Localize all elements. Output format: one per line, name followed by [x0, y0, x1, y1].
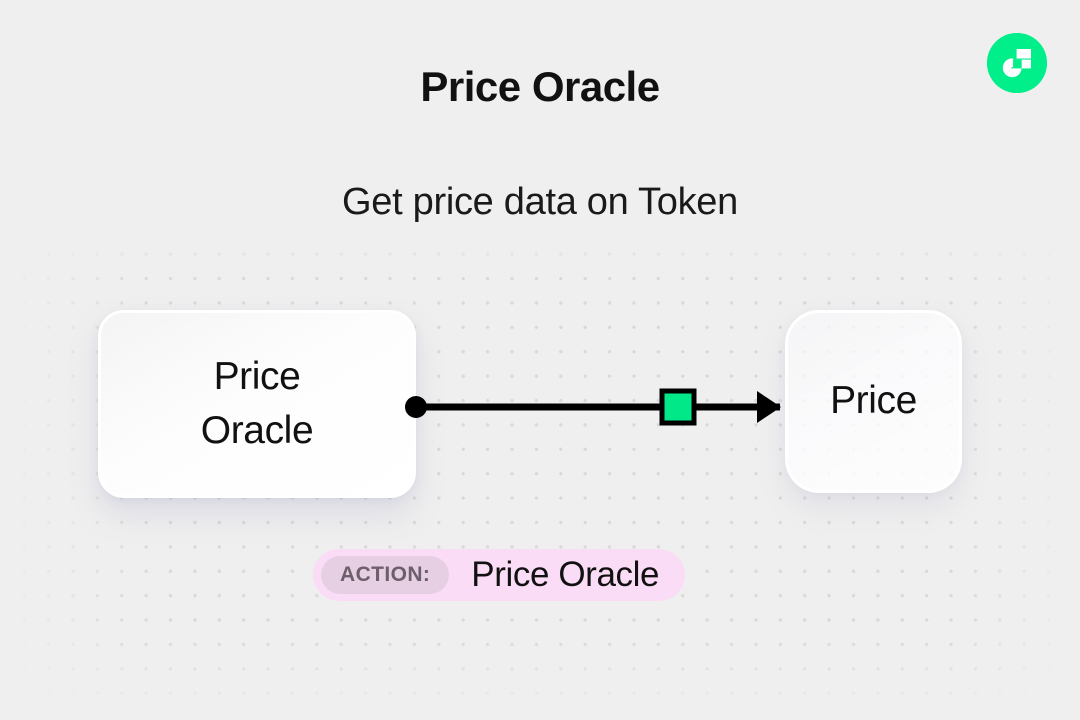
action-value: Price Oracle: [471, 555, 660, 594]
node-source-label-line1: Price: [213, 355, 301, 399]
connector-edge[interactable]: [400, 375, 800, 439]
page-title: Price Oracle: [420, 63, 660, 110]
action-bar[interactable]: ACTION: Price Oracle: [313, 549, 686, 601]
node-price-oracle[interactable]: Price Oracle: [98, 310, 416, 498]
node-target-label: Price: [830, 379, 917, 423]
flow-logo-icon: [987, 33, 1047, 93]
node-source-label: Price Oracle: [200, 350, 314, 458]
node-source-label-line2: Oracle: [200, 409, 314, 452]
page-subtitle: Get price data on Token: [342, 181, 738, 223]
green-square-marker-icon: [659, 388, 697, 426]
node-price[interactable]: Price: [785, 310, 962, 493]
arrowhead-icon: [757, 391, 781, 423]
action-tag-label: ACTION:: [321, 556, 450, 594]
